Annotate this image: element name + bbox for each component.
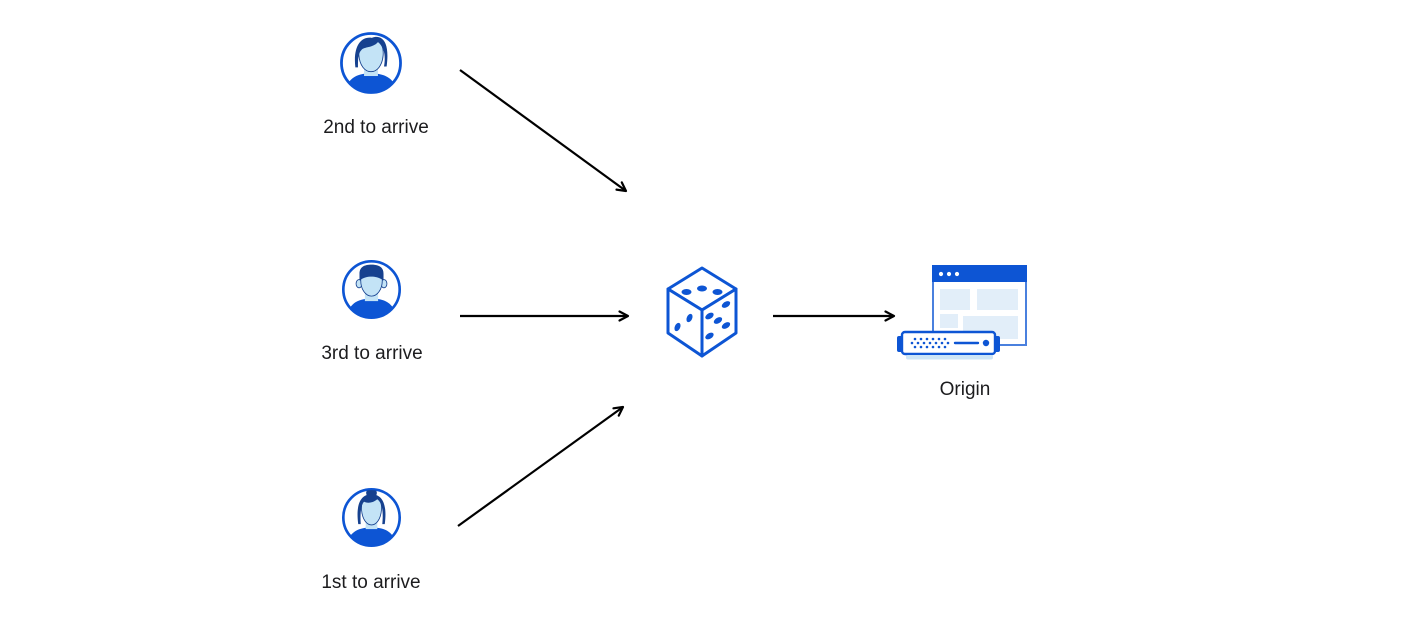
label-visitor-3rd: 3rd to arrive bbox=[321, 343, 423, 364]
node-random-selector bbox=[665, 265, 739, 364]
avatar-man-icon bbox=[340, 32, 402, 94]
node-visitor-2nd bbox=[338, 30, 404, 101]
node-visitor-3rd bbox=[340, 258, 403, 326]
arrow-visitor2nd-to-dice bbox=[459, 69, 628, 193]
node-visitor-1st bbox=[340, 486, 403, 554]
server-icon bbox=[897, 330, 1000, 360]
label-origin: Origin bbox=[939, 379, 991, 400]
label-visitor-2nd: 2nd to arrive bbox=[323, 117, 429, 138]
origin-server-browser-icon bbox=[897, 265, 1027, 360]
arrow-visitor1st-to-dice bbox=[457, 405, 625, 527]
dice-icon bbox=[666, 266, 738, 358]
label-visitor-1st: 1st to arrive bbox=[321, 572, 421, 593]
avatar-woman-icon bbox=[341, 487, 402, 548]
node-origin bbox=[893, 260, 1033, 370]
avatar-man-flattop-icon bbox=[341, 259, 402, 320]
